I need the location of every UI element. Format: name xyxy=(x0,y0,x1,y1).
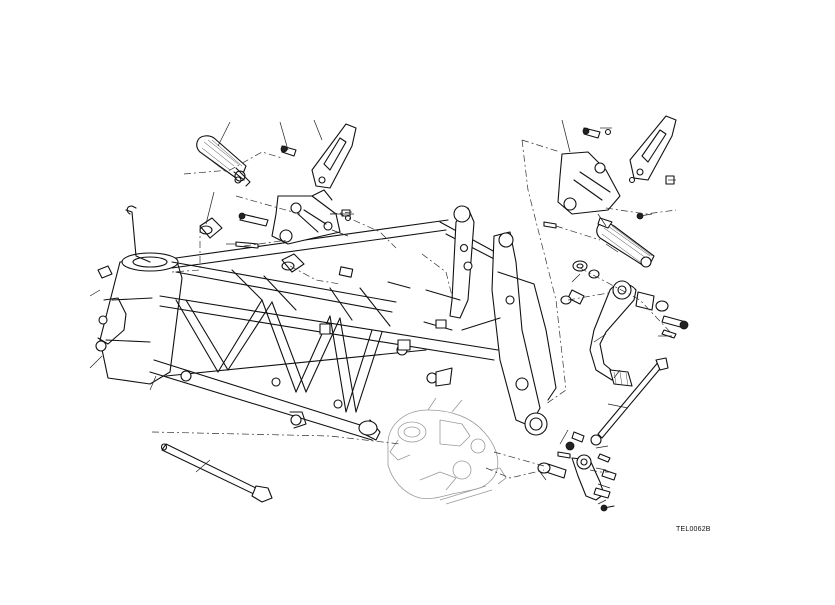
left-footpeg xyxy=(196,135,251,187)
right-hardware xyxy=(543,175,689,339)
leader-lines xyxy=(89,119,676,505)
left-hardware xyxy=(97,145,352,279)
assembly-lines xyxy=(151,139,677,479)
engine-mount-bolt xyxy=(160,443,273,503)
right-heel-guard xyxy=(629,115,677,181)
engine-outline xyxy=(387,397,507,505)
rear-brake-pedal xyxy=(589,280,637,387)
right-footpeg-bracket xyxy=(557,127,621,215)
left-footpeg-bracket xyxy=(271,189,341,245)
gear-shift-lever xyxy=(537,431,617,512)
swingarm-pivot-shaft xyxy=(590,357,669,446)
left-heel-guard xyxy=(311,123,357,189)
main-frame xyxy=(95,205,557,441)
drawing-reference-code: TEL0062B xyxy=(676,526,711,533)
right-footpeg xyxy=(596,217,655,268)
